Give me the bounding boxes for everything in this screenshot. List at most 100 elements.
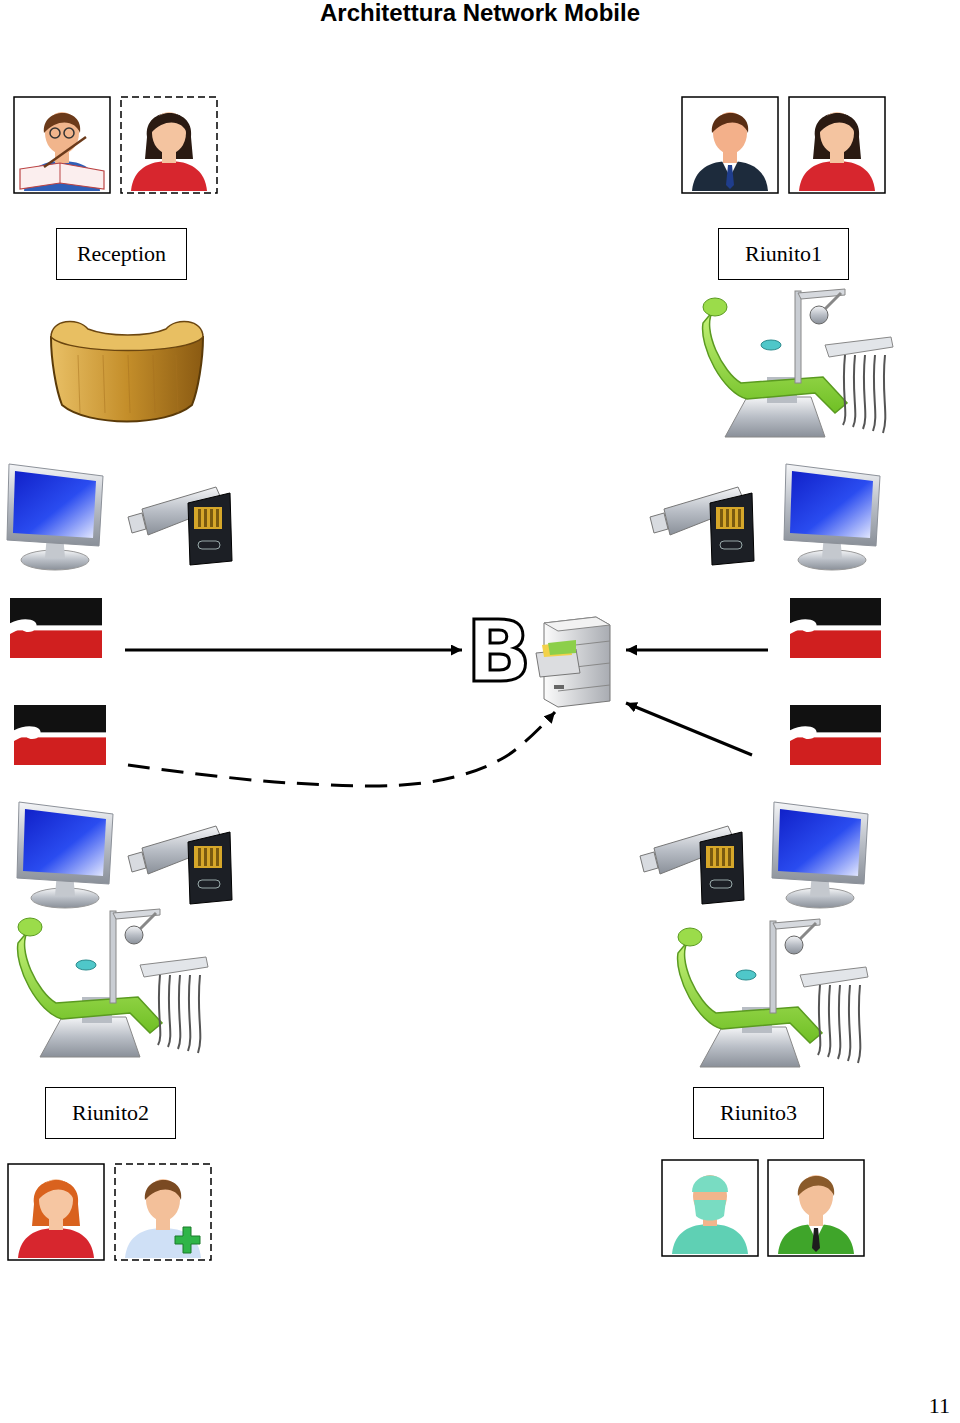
monitor-icon xyxy=(7,464,103,570)
usb-sd-icon-part xyxy=(664,487,746,535)
dental-chair-part xyxy=(703,311,847,413)
dental-chair-part xyxy=(158,975,160,1045)
person-icon-part xyxy=(175,1227,200,1253)
usb-sd-icon xyxy=(128,487,232,565)
usb-sd-icon-part xyxy=(720,509,723,527)
person-icon-part xyxy=(64,128,74,138)
usb-sd-icon xyxy=(650,487,754,565)
usb-sd-icon-part xyxy=(194,846,222,868)
person-icon-part xyxy=(125,1228,201,1258)
person-icon-part xyxy=(768,1160,864,1256)
usb-sd-icon-part xyxy=(210,509,213,527)
person-icon-part xyxy=(672,1224,748,1254)
usb-sd-icon-part xyxy=(654,826,736,874)
person-icon xyxy=(662,1160,758,1256)
dental-chair xyxy=(703,289,893,437)
dental-chair-part xyxy=(140,957,208,977)
person-icon-part xyxy=(799,161,875,191)
dental-chair xyxy=(678,919,868,1067)
flag-icon xyxy=(10,598,102,658)
dental-chair-part xyxy=(825,337,893,357)
file-cabinet-part xyxy=(544,617,610,631)
person-icon-part xyxy=(692,161,768,191)
usb-sd-icon-part xyxy=(142,826,224,874)
flag-icon-part xyxy=(10,619,37,634)
dental-chair-part xyxy=(858,985,860,1063)
dental-chair-part xyxy=(678,941,822,1043)
dental-chair-part xyxy=(828,985,830,1057)
usb-sd-icon-part xyxy=(710,880,732,888)
station-label: Riunito3 xyxy=(693,1087,824,1139)
file-cabinet xyxy=(536,617,610,707)
usb-sd-icon-part xyxy=(194,507,222,529)
reception-desk-part xyxy=(51,321,203,350)
dental-chair-part xyxy=(873,355,875,431)
dental-chair-part xyxy=(800,967,868,987)
person-icon-part xyxy=(778,1224,854,1254)
station-label: Reception xyxy=(56,228,187,280)
flag-icon-part xyxy=(14,737,106,765)
reception-desk-part xyxy=(103,355,105,413)
flag-icon xyxy=(790,598,881,658)
monitor-icon-part xyxy=(790,471,873,538)
monitor-icon xyxy=(784,464,880,570)
monitor-icon-part xyxy=(784,464,880,546)
usb-sd-icon-part xyxy=(204,509,207,527)
usb-sd-icon-part xyxy=(706,846,734,868)
dental-chair-part xyxy=(843,355,845,425)
station-label: Riunito1 xyxy=(718,228,849,280)
usb-sd-icon-part xyxy=(732,509,735,527)
person-icon-part xyxy=(812,1228,820,1252)
usb-sd-icon-part xyxy=(738,509,741,527)
dental-chair-part xyxy=(883,355,885,433)
flag-icon xyxy=(14,705,106,765)
reception-desk-part xyxy=(78,355,80,413)
flag-icon-part xyxy=(790,619,817,634)
flag-icon-part xyxy=(790,630,881,658)
flag-icon-part xyxy=(790,726,817,741)
person-icon-part xyxy=(789,97,885,193)
dental-chair-part xyxy=(770,921,776,1013)
usb-sd-icon xyxy=(128,826,232,904)
connector-arrow xyxy=(626,703,752,755)
station-label: Riunito2 xyxy=(45,1087,176,1139)
monitor-icon-part xyxy=(13,471,96,538)
usb-sd-icon-part xyxy=(204,848,207,866)
dental-chair-part xyxy=(736,970,756,980)
usb-sd-icon-part xyxy=(710,493,754,565)
usb-sd-icon-part xyxy=(188,493,232,565)
flag-icon-part xyxy=(10,630,102,658)
usb-sd-icon-part xyxy=(720,541,742,549)
person-icon-part xyxy=(131,161,207,191)
dental-chair-part xyxy=(810,306,828,324)
dental-chair-part xyxy=(125,926,143,944)
person-icon-part xyxy=(692,1176,728,1193)
diagram-title: Architettura Network Mobile xyxy=(0,0,960,26)
station-region: Riunito2 xyxy=(5,700,128,1270)
person-icon-part xyxy=(20,163,104,189)
station-region: Riunito3 xyxy=(752,700,895,1270)
usb-sd-icon-part xyxy=(722,848,725,866)
person-icon xyxy=(768,1160,864,1256)
usb-sd-icon-part xyxy=(700,832,744,904)
usb-sd-icon-part xyxy=(210,848,213,866)
file-cabinet-part xyxy=(558,685,610,691)
person-icon-part xyxy=(798,1176,834,1196)
person-icon-part xyxy=(44,137,86,167)
connector-arrow xyxy=(626,649,768,652)
station-region: Reception xyxy=(5,90,125,670)
dental-chair-part xyxy=(188,975,190,1051)
usb-sd-icon-part xyxy=(198,509,201,527)
reception-desk xyxy=(51,321,203,421)
reception-desk-part xyxy=(128,355,130,413)
person-icon-part xyxy=(712,113,748,133)
person-icon-part xyxy=(38,1180,74,1200)
person-icon-part xyxy=(151,113,187,133)
person-icon-part xyxy=(121,97,217,193)
person-icon-part xyxy=(32,1180,80,1226)
usb-sd-icon-part xyxy=(216,848,219,866)
flag-icon-part xyxy=(790,737,881,765)
